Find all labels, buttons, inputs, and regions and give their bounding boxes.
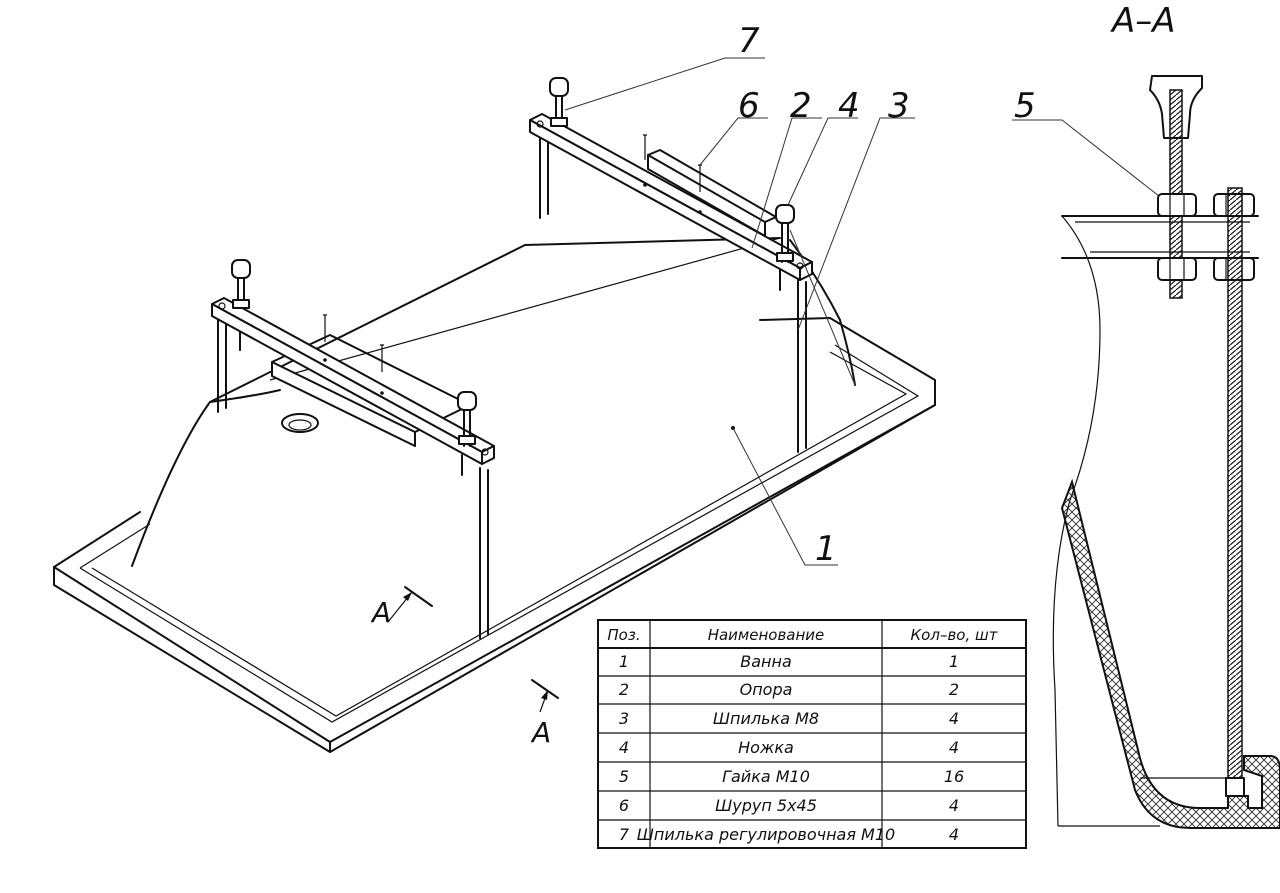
callout-1: 1 — [815, 529, 837, 569]
bathtub-body — [131, 237, 781, 567]
table-cell-qty: 4 — [949, 738, 959, 757]
parts-table: Поз. Наименование Кол–во, шт 1 Ванна 1 2… — [597, 619, 1027, 849]
stud-m8 — [1227, 187, 1243, 797]
callout-5: 5 — [1014, 86, 1036, 126]
table-cell-name: Шпилька регулировочная М10 — [637, 825, 895, 844]
callout-2: 2 — [790, 86, 812, 126]
cut-marker-a1: A — [370, 596, 391, 629]
drain-hole — [281, 413, 319, 433]
callout-7: 7 — [738, 21, 760, 61]
callout-3: 3 — [888, 86, 910, 126]
table-cell-pos: 4 — [619, 738, 629, 757]
bathtub-view: 7 6 2 4 3 1 A A — [53, 21, 936, 753]
support-bar-front — [211, 297, 495, 465]
table-cell-name: Опора — [740, 680, 793, 699]
table-cell-qty: 2 — [949, 680, 959, 699]
table-row: 1 Ванна 1 — [619, 652, 959, 671]
table-header-qty: Кол–во, шт — [911, 626, 999, 644]
table-cell-pos: 3 — [619, 709, 629, 728]
table-row: 4 Ножка 4 — [619, 738, 959, 757]
adjustable-foot-4 — [457, 391, 477, 447]
table-cell-pos: 7 — [619, 825, 630, 844]
table-row: 5 Гайка М10 16 — [619, 767, 964, 786]
table-cell-name: Ванна — [740, 652, 792, 671]
table-row: 6 Шуруп 5х45 4 — [619, 796, 959, 815]
section-title: A–A — [1110, 1, 1176, 41]
table-cell-pos: 5 — [619, 767, 629, 786]
table-cell-qty: 4 — [949, 796, 959, 815]
callout-4: 4 — [838, 86, 860, 126]
bathtub-rim-outer — [53, 317, 936, 743]
table-cell-name: Шпилька М8 — [713, 709, 819, 728]
table-cell-pos: 6 — [619, 796, 629, 815]
adjustable-foot-3 — [231, 259, 251, 309]
table-row: 3 Шпилька М8 4 — [619, 709, 959, 728]
tub-wall-section — [1060, 478, 1280, 829]
table-cell-qty: 1 — [949, 652, 959, 671]
table-cell-qty: 4 — [949, 709, 959, 728]
table-cell-pos: 1 — [619, 652, 629, 671]
section-a-a: A–A 5 — [1012, 1, 1280, 829]
callout-6: 6 — [738, 86, 760, 126]
adjustable-foot-1 — [549, 77, 569, 127]
table-cell-qty: 4 — [949, 825, 959, 844]
table-cell-qty: 16 — [944, 767, 964, 786]
table-cell-name: Гайка М10 — [722, 767, 810, 786]
support-bar-rear — [529, 113, 813, 281]
table-cell-pos: 2 — [619, 680, 629, 699]
adjustable-foot-2 — [775, 204, 795, 263]
table-header-pos: Поз. — [607, 626, 640, 644]
table-header-name: Наименование — [708, 626, 825, 644]
leader-lines — [564, 57, 915, 566]
table-cell-name: Шуруп 5х45 — [715, 796, 817, 815]
table-cell-name: Ножка — [738, 738, 794, 757]
section-cut-marks — [387, 586, 559, 713]
table-row: 2 Опора 2 — [619, 680, 959, 699]
table-row: 7 Шпилька регулировочная М10 4 — [619, 825, 959, 844]
cut-marker-a2: A — [530, 716, 551, 749]
